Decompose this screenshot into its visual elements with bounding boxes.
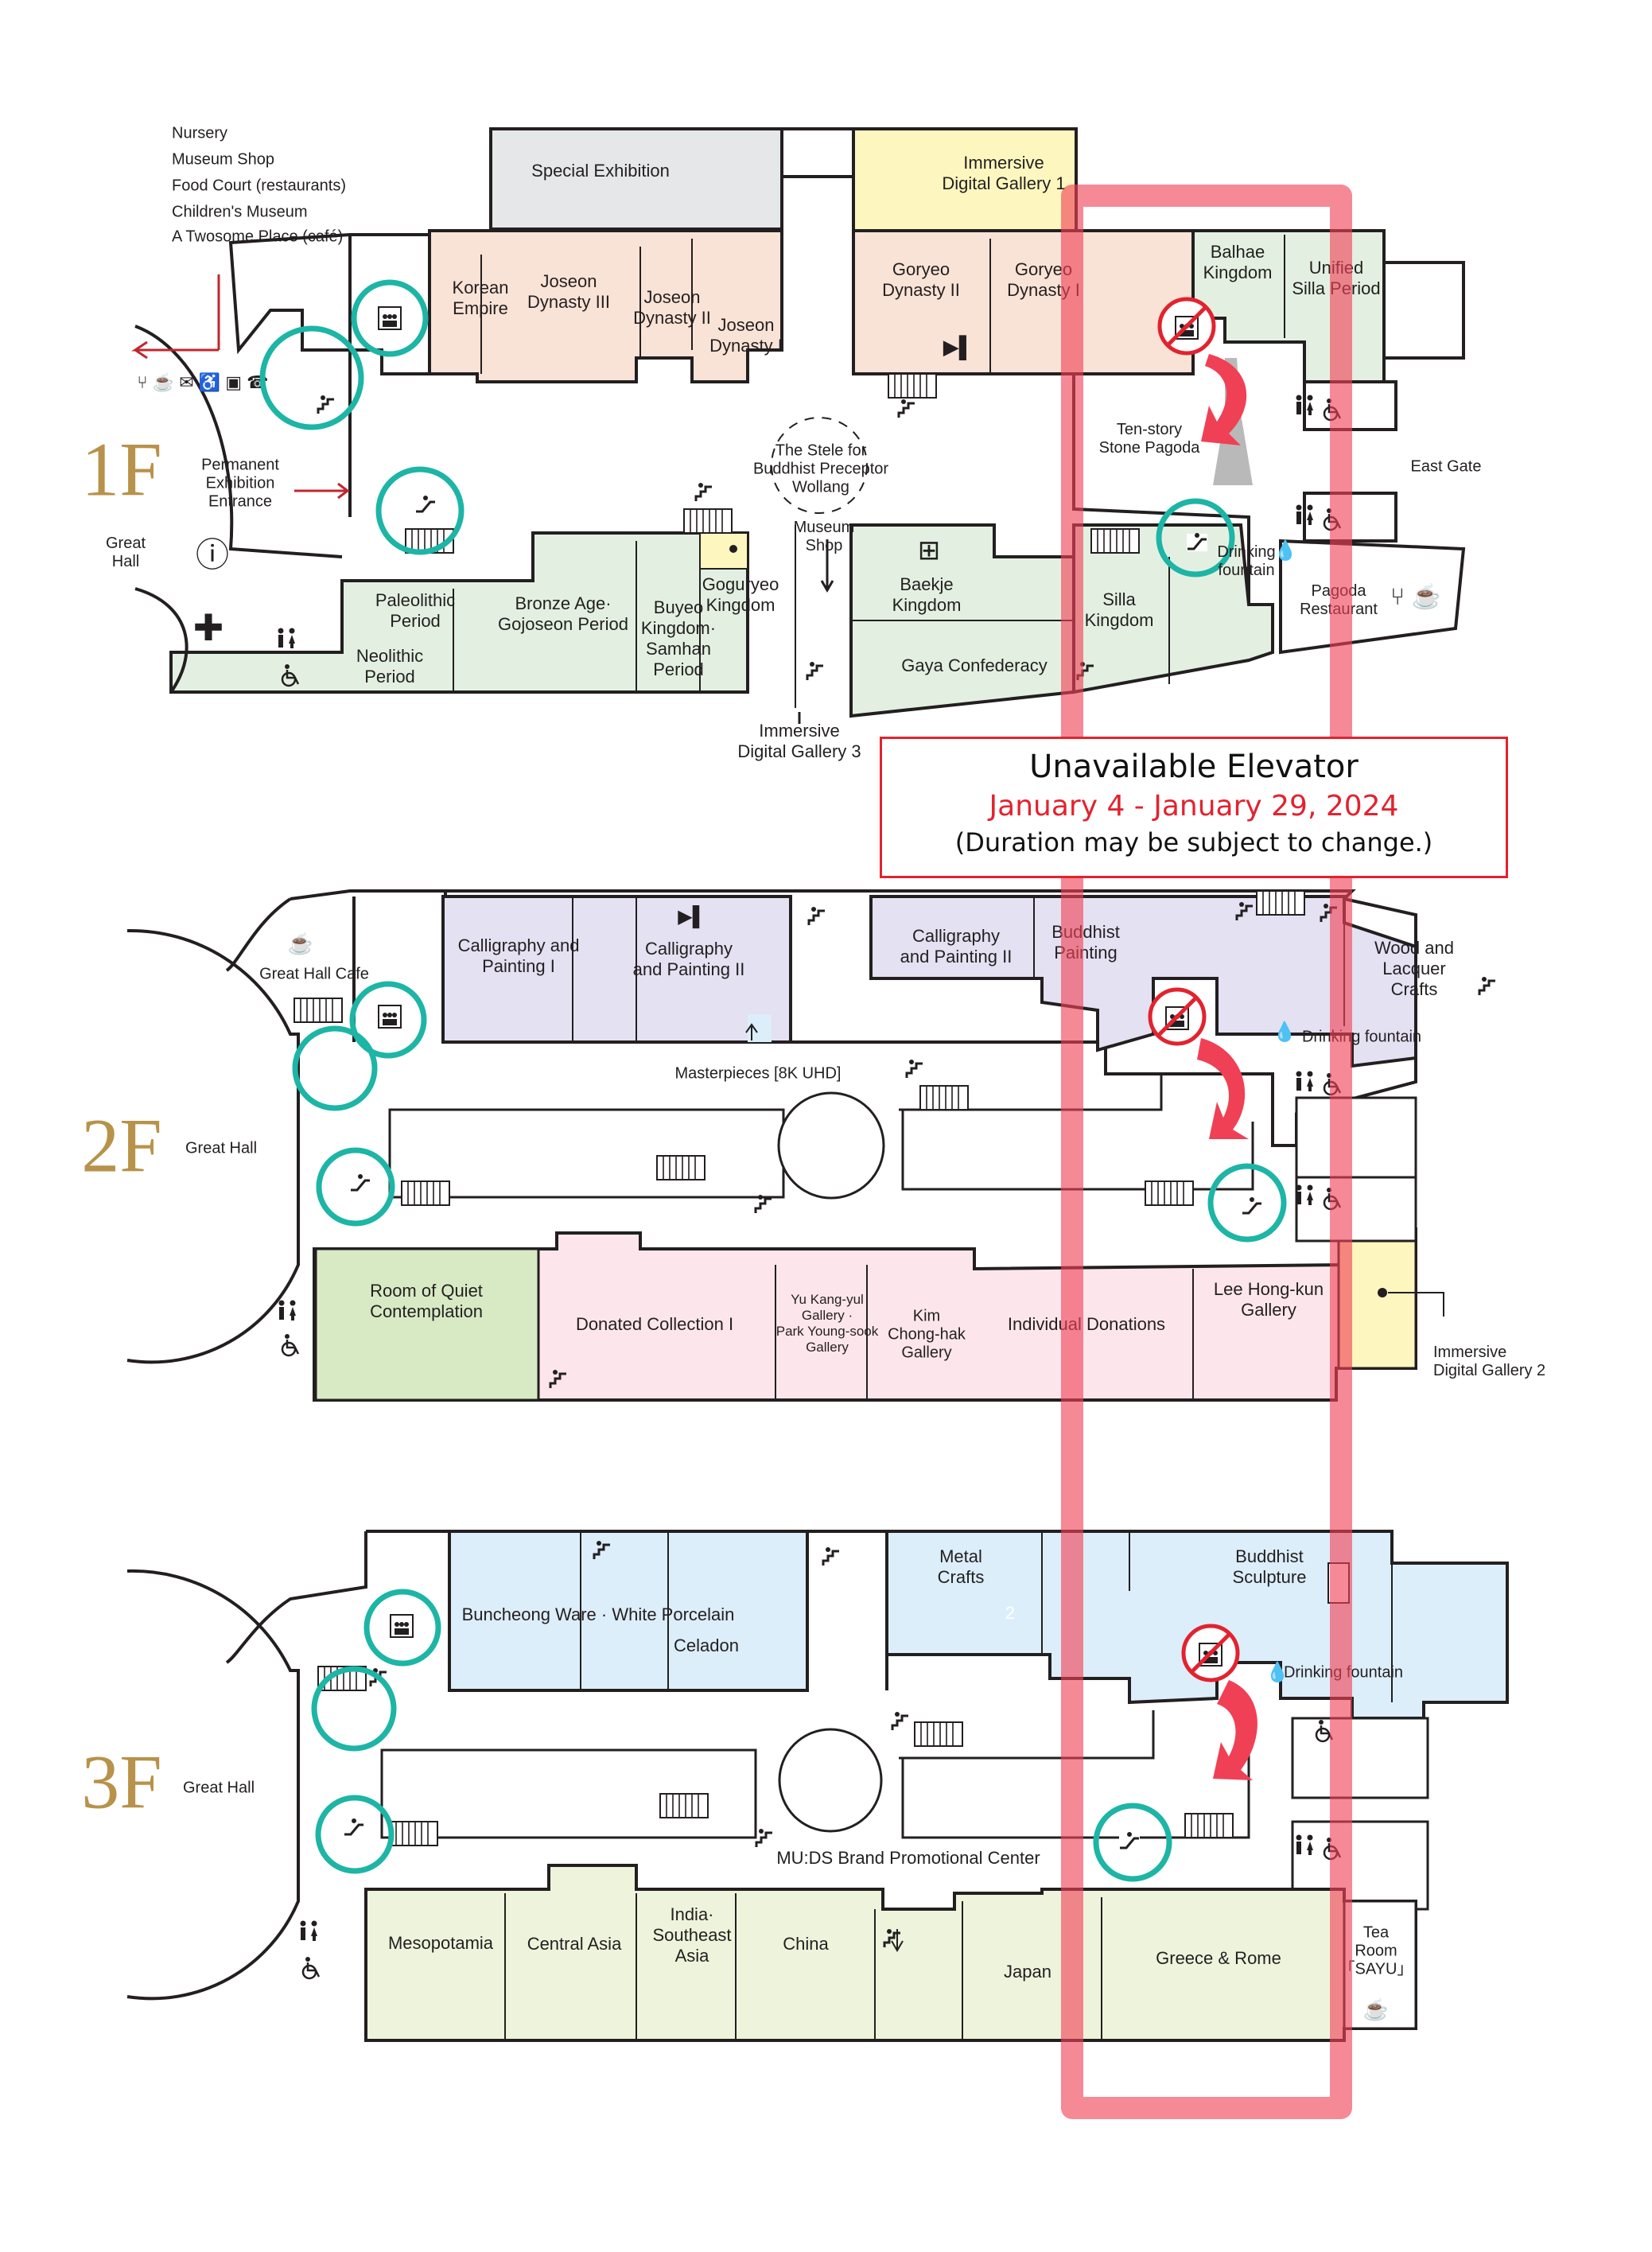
room-celadon[interactable]: Celadon [674,1636,739,1655]
room-calligraphy-1[interactable]: Calligraphy and Painting I [457,935,580,976]
room-baekje[interactable]: Baekje Kingdom [892,574,962,615]
svg-text:💧: 💧 [1273,1021,1296,1043]
room-special-exhibition[interactable]: Special Exhibition [531,161,670,181]
unavailable-elevator-highlight [1061,185,1352,2119]
room-paleolithic[interactable]: Paleolithic Period [375,590,456,631]
label-stele-wollang: The Stele for Buddhist Preceptor Wollang [752,441,889,496]
room-japan[interactable]: Japan [1004,1962,1051,1982]
amenity-food-court: Food Court (restaurants) [172,177,346,195]
room-joseon-1[interactable]: Joseon Dynasty I [709,315,783,356]
svg-text:⊞: ⊞ [918,535,941,566]
label-great-hall-cafe: Great Hall Cafe [259,965,369,983]
room-of-quiet-contemplation [314,1247,540,1402]
room-india-southeast-asia[interactable]: India· Southeast Asia [652,1904,732,1966]
room-yu-park-gallery[interactable]: Yu Kang-yul Gallery · Park Young-sook Ga… [775,1292,879,1355]
room-immersive-gallery-1[interactable]: Immersive Digital Gallery 1 [942,153,1066,193]
room-joseon-3[interactable]: Joseon Dynasty III [527,271,610,312]
svg-text:💧: 💧 [1265,1661,1289,1683]
calligraphy-3-buddhist-room [869,895,1417,1068]
ceramics-room [448,1530,809,1692]
room-buncheong-white-porcelain[interactable]: Buncheong Ware · White Porcelain [461,1604,735,1624]
label-museum-shop: Museum Shop [793,519,855,554]
room-donated-collection[interactable]: Donated Collection I [575,1314,734,1334]
room-central-asia[interactable]: Central Asia [527,1934,622,1954]
room-balhae[interactable]: Balhae Kingdom [1203,242,1273,282]
floor-1-plan: ✚ ⓘ ⊞ ▶▌ ⑂ ☕ ⑂ ☕ ✉ ♿ ▣ ☎ 💧 [131,127,1466,724]
room-quiet-contemplation[interactable]: Room of Quiet Contemplation [370,1281,483,1321]
room-metal-crafts[interactable]: Metal Crafts [937,1546,985,1587]
room-gaya[interactable]: Gaya Confederacy [901,655,1048,675]
floor-label-1f: 1F [81,426,162,512]
svg-text:☕: ☕ [288,931,313,955]
label-east-gate: East Gate [1410,457,1482,476]
svg-text:⑂ ☕: ⑂ ☕ [1390,581,1441,610]
immersive-gallery-1-room [852,127,1078,232]
room-lee-hong-kun[interactable]: Lee Hong-kun Gallery [1213,1279,1324,1320]
svg-text:💧: 💧 [1273,539,1297,562]
room-korean-empire[interactable]: Korean Empire [452,278,509,318]
prehistory-wing [169,531,749,694]
unavailable-elevator-notice: Unavailable Elevator January 4 - January… [880,737,1508,878]
room-silla[interactable]: Silla Kingdom [1084,589,1154,630]
room-greece-rome[interactable]: Greece & Rome [1156,1948,1281,1968]
svg-text:ⓘ: ⓘ [196,536,229,574]
amenity-childrens-museum: Children's Museum [172,203,308,221]
room-bronze-age[interactable]: Bronze Age· Gojoseon Period [498,593,628,634]
room-neolithic[interactable]: Neolithic Period [356,646,424,686]
label-mu-ds-center[interactable]: MU:DS Brand Promotional Center [776,1848,1040,1868]
notice-title: Unavailable Elevator [1029,749,1359,785]
svg-text:⑂ ☕ ✉ ♿ ▣ ☎: ⑂ ☕ ✉ ♿ ▣ ☎ [137,371,268,392]
label-drinking-fountain-1f: Drinking fountain [1217,543,1276,579]
svg-text:▶▌: ▶▌ [943,335,974,360]
room-mesopotamia[interactable]: Mesopotamia [387,1933,494,1953]
joseon-wing [428,229,783,383]
room-buyeo-samhan[interactable]: Buyeo Kingdom· Samhan Period [640,597,717,679]
label-great-hall-3f: Great Hall [182,1779,255,1797]
floor-label-3f: 3F [81,1739,162,1825]
room-tea-room-sayu[interactable]: Tea Room 「SAYU」 [1339,1923,1413,1978]
room-goguryeo[interactable]: Goguryeo Kingdom [702,574,779,615]
room-china[interactable]: China [783,1934,829,1954]
room-goryeo-2[interactable]: Goryeo Dynasty II [882,259,960,300]
label-drinking-fountain-3f: Drinking fountain [1283,1663,1404,1682]
svg-text:☕: ☕ [1363,1997,1389,2021]
room-buddhist-sculpture[interactable]: Buddhist Sculpture [1232,1546,1307,1587]
notice-note: (Duration may be subject to change.) [954,827,1433,858]
special-exhibition-room [489,127,783,231]
label-masterpieces-8k: Masterpieces [8K UHD] [674,1064,842,1083]
calligraphy-1-2-room [441,895,792,1044]
svg-text:✚: ✚ [193,607,224,648]
room-calligraphy-2b[interactable]: Calligraphy and Painting II [900,926,1013,967]
label-room-number: 2 [1005,1603,1016,1623]
label-permanent-exhibition-entrance: Permanent Exhibition Entrance [201,456,279,511]
svg-text:▶▌: ▶▌ [678,905,706,929]
floor-3-plan: ☕ 💧 [126,1530,1509,2042]
room-immersive-gallery-2[interactable]: Immersive Digital Gallery 2 [1433,1344,1546,1379]
room-immersive-gallery-3[interactable]: Immersive Digital Gallery 3 [737,721,861,761]
room-calligraphy-2[interactable]: Calligraphy and Painting II [632,939,745,979]
floor-label-2f: 2F [81,1103,162,1188]
label-great-hall-2f: Great Hall [185,1139,258,1157]
notice-dates: January 4 - January 29, 2024 [989,790,1399,823]
amenity-cafe: A Twosome Place (café) [172,228,344,246]
amenity-nursery: Nursery [172,124,228,142]
silla-wing [1072,523,1274,694]
room-kim-chong-hak[interactable]: Kim Chong-hak Gallery [888,1307,966,1362]
label-great-hall-1f: Great Hall [105,535,146,570]
room-wood-lacquer[interactable]: Wood and Lacquer Crafts [1374,938,1454,999]
amenity-museum-shop: Museum Shop [172,150,274,169]
room-joseon-2[interactable]: Joseon Dynasty II [633,287,711,328]
label-ten-story-pagoda: Ten-story Stone Pagoda [1098,421,1200,457]
